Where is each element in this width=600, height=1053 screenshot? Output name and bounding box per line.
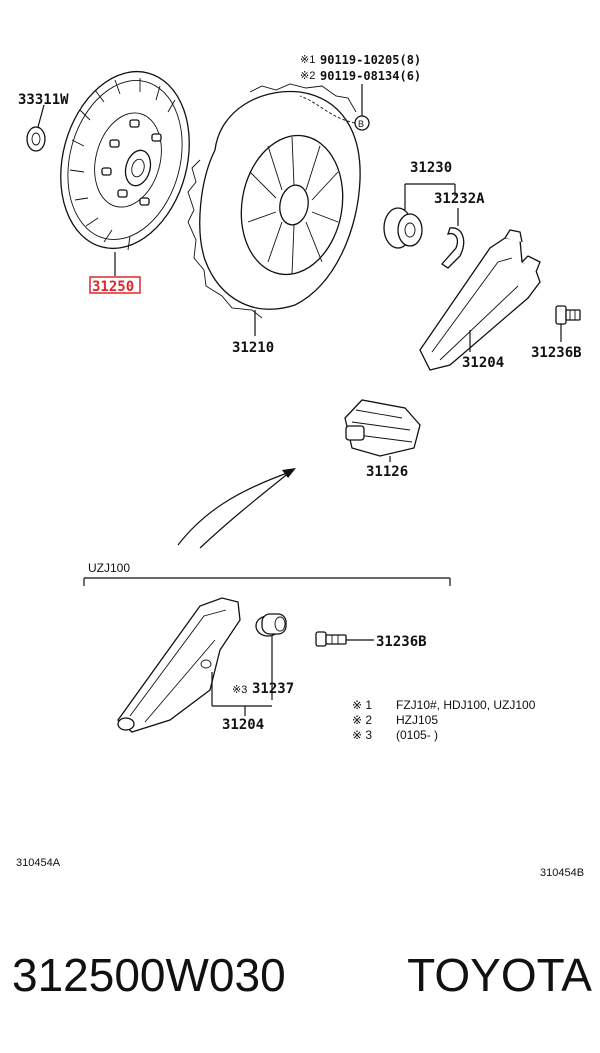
bolt-mark-2: ※2 xyxy=(300,70,315,82)
note-mark-3: ※ 3 xyxy=(352,728,372,742)
footer-brand: TOYOTA xyxy=(407,949,592,1001)
label-31250: 31250 xyxy=(92,279,134,295)
label-31237: 31237 xyxy=(252,681,294,697)
label-31236b-bottom: 31236B xyxy=(376,634,427,650)
pressure-plate-drawing xyxy=(187,83,361,336)
clutch-disc-drawing xyxy=(60,70,190,276)
pilot-bearing-drawing xyxy=(26,104,46,152)
pivot-seat-drawing xyxy=(255,613,287,637)
pivot-bolt-drawing-bottom xyxy=(315,631,374,647)
bolt-line-2: 90119-08134(6) xyxy=(320,69,421,83)
note-text-2: HZJ105 xyxy=(396,713,438,727)
footer-part-number: 312500W030 xyxy=(12,949,286,1001)
note-mark-1: ※ 1 xyxy=(352,698,372,712)
label-33311w: 33311W xyxy=(18,92,69,108)
code-left: 310454A xyxy=(16,857,61,869)
note-text-1: FZJ10#, HDJ100, UZJ100 xyxy=(396,698,536,712)
label-31232a: 31232A xyxy=(434,191,485,207)
note-text-3: (0105- ) xyxy=(396,728,438,742)
bolt-mark-1: ※1 xyxy=(300,54,315,66)
footer: 312500W030 TOYOTA xyxy=(12,940,592,1010)
release-fork-drawing-top xyxy=(419,229,541,371)
label-31236b-top: 31236B xyxy=(531,345,582,361)
note-mark-2: ※ 2 xyxy=(352,713,372,727)
release-fork-drawing-bottom xyxy=(117,597,241,733)
mark-31237: ※3 xyxy=(232,684,247,696)
label-31230: 31230 xyxy=(410,160,452,176)
bolt-line-1: 90119-10205(8) xyxy=(320,53,421,67)
label-31204-top: 31204 xyxy=(462,355,504,371)
label-31210: 31210 xyxy=(232,340,274,356)
label-31126: 31126 xyxy=(366,464,408,480)
label-31204-bottom: 31204 xyxy=(222,717,264,733)
clip-drawing xyxy=(441,227,465,269)
section-label: UZJ100 xyxy=(88,561,130,575)
highlight-box xyxy=(89,276,141,294)
pivot-bolt-drawing-top xyxy=(555,305,581,342)
boot-drawing xyxy=(344,399,421,462)
release-bearing-drawing xyxy=(383,207,423,249)
reference-circle-label: B xyxy=(358,119,364,129)
code-right: 310454B xyxy=(540,867,584,879)
variant-arrow xyxy=(177,468,296,549)
